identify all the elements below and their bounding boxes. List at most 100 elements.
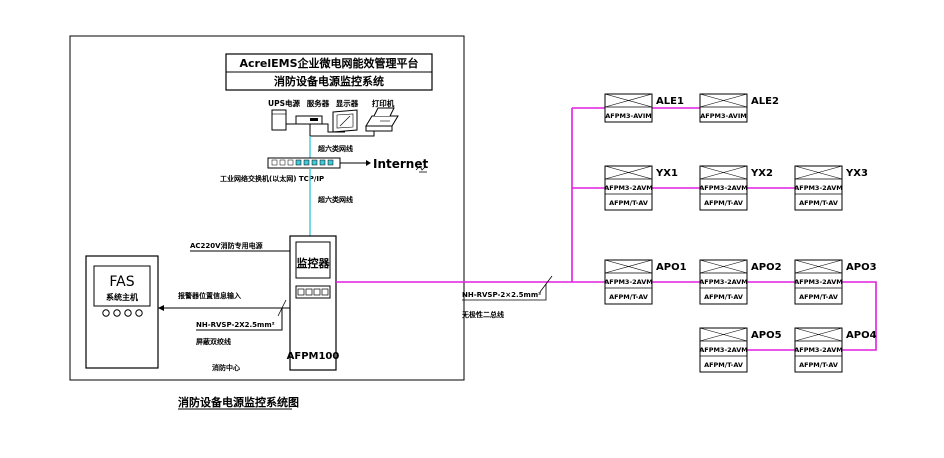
module-sub-model: AFPM/T-AV xyxy=(799,293,838,301)
bus-spec-leader xyxy=(462,284,547,301)
monitor-model: AFPM100 xyxy=(287,351,340,362)
control-room-frame xyxy=(69,35,465,381)
module-apo1: AFPM3-2AVM AFPM/T-AV APO1 xyxy=(604,259,687,305)
module-group: AFPM3-AVIMALE1AFPM3-AVIMALE2AFPM3-2AVMAF… xyxy=(604,93,877,373)
module-model: AFPM3-2AVM xyxy=(794,278,843,286)
bus-spec-label: NH-RVSP-2×2.5mm² xyxy=(462,291,541,299)
module-apo4: AFPM3-2AVM AFPM/T-AV APO4 xyxy=(794,327,877,373)
module-sub-model: AFPM/T-AV xyxy=(799,361,838,369)
module-name: APO4 xyxy=(846,330,877,341)
cross-icon xyxy=(604,165,653,180)
module-box xyxy=(794,165,843,211)
module-apo5: AFPM3-2AVM AFPM/T-AV APO5 xyxy=(699,327,782,373)
monitor-text: 监控器 xyxy=(297,256,331,270)
module-apo2: AFPM3-2AVM AFPM/T-AV APO2 xyxy=(699,259,782,305)
ups-label: UPS电源 xyxy=(268,98,300,108)
module-name: APO2 xyxy=(751,262,782,273)
cross-icon xyxy=(699,327,748,342)
module-box xyxy=(699,259,748,305)
fas-indicator xyxy=(135,309,143,317)
fas-host-cabinet: FAS 系统主机 xyxy=(85,255,159,369)
module-model: AFPM3-2AVM xyxy=(794,346,843,354)
printer-icon xyxy=(365,107,399,132)
switch-port xyxy=(311,159,318,166)
fas-indicator xyxy=(124,309,132,317)
module-box xyxy=(604,93,653,123)
switch-port xyxy=(303,159,310,166)
monitor-label: 显示器 xyxy=(336,99,359,108)
wireless-icon xyxy=(415,165,427,173)
module-model: AFPM3-AVIM xyxy=(700,112,746,120)
printer-label: 打印机 xyxy=(372,98,395,108)
cross-icon xyxy=(604,259,653,274)
switch-port xyxy=(287,159,294,166)
diagram-caption: 消防设备电源监控系统图 xyxy=(178,395,299,409)
module-box xyxy=(699,327,748,373)
module-sub-model: AFPM/T-AV xyxy=(609,199,648,207)
switch-port xyxy=(271,159,278,166)
module-name: YX3 xyxy=(845,168,868,179)
module-ale1: AFPM3-AVIM ALE1 xyxy=(604,93,684,123)
module-apo3: AFPM3-2AVM AFPM/T-AV APO3 xyxy=(794,259,877,305)
alarm-input-label: 报警器位置信息输入 xyxy=(178,291,241,300)
module-box xyxy=(699,165,748,211)
cabinet-buttons xyxy=(295,285,331,299)
arrow-icon xyxy=(366,160,371,166)
power-label: AC220V消防专用电源 xyxy=(190,241,263,250)
module-name: APO1 xyxy=(656,262,687,273)
cross-icon xyxy=(794,327,843,342)
cross-icon xyxy=(794,259,843,274)
module-model: AFPM3-2AVM xyxy=(794,184,843,192)
module-name: YX2 xyxy=(750,168,773,179)
cable-type-label: 屏蔽双绞线 xyxy=(195,337,231,346)
module-name: APO3 xyxy=(846,262,877,273)
module-model: AFPM3-2AVM xyxy=(699,184,748,192)
switch-port xyxy=(319,159,326,166)
ups-icon xyxy=(271,109,287,131)
fas-indicator xyxy=(113,309,121,317)
module-model: AFPM3-2AVM xyxy=(604,278,653,286)
fas-title: FAS xyxy=(109,274,134,290)
module-box xyxy=(794,327,843,373)
switch-port xyxy=(295,159,302,166)
afpm100-cabinet: 监控器 AFPM100 xyxy=(287,235,340,371)
fas-subtitle: 系统主机 xyxy=(106,292,138,302)
bus-loop xyxy=(842,281,877,351)
module-name: APO5 xyxy=(751,330,782,341)
cable-spec-label: NH-RVSP-2X2.5mm² xyxy=(196,321,275,329)
module-name: YX1 xyxy=(655,168,678,179)
cable-bottom-label: 超六类网线 xyxy=(318,195,353,204)
cross-icon xyxy=(794,165,843,180)
monitor-icon xyxy=(332,109,358,133)
cross-icon xyxy=(699,93,748,108)
module-sub-model: AFPM/T-AV xyxy=(704,293,743,301)
platform-title: AcrelEMS企业微电网能效管理平台 xyxy=(239,56,418,70)
switch-port xyxy=(327,159,334,166)
module-model: AFPM3-2AVM xyxy=(699,278,748,286)
module-model: AFPM3-2AVM xyxy=(699,346,748,354)
module-box xyxy=(604,165,653,211)
module-sub-model: AFPM/T-AV xyxy=(704,361,743,369)
module-yx3: AFPM3-2AVM AFPM/T-AV YX3 xyxy=(794,165,868,211)
module-name: ALE1 xyxy=(656,96,684,107)
cable-top-label: 超六类网线 xyxy=(318,144,353,153)
module-model: AFPM3-AVIM xyxy=(605,112,651,120)
server-monitor-link xyxy=(320,123,345,133)
server-label: 服务器 xyxy=(307,98,330,108)
module-sub-model: AFPM/T-AV xyxy=(609,293,648,301)
server-printer-link xyxy=(309,124,375,137)
module-box xyxy=(794,259,843,305)
cross-icon xyxy=(604,93,653,108)
internet-label: Internet xyxy=(373,157,428,171)
room-name-label: 消防中心 xyxy=(212,363,240,372)
arrow-icon xyxy=(158,305,164,311)
module-ale2: AFPM3-AVIM ALE2 xyxy=(699,93,779,123)
cross-icon xyxy=(699,259,748,274)
platform-subtitle: 消防设备电源监控系统 xyxy=(274,74,384,88)
fas-indicator xyxy=(102,309,110,317)
module-sub-model: AFPM/T-AV xyxy=(799,199,838,207)
module-name: ALE2 xyxy=(751,96,779,107)
